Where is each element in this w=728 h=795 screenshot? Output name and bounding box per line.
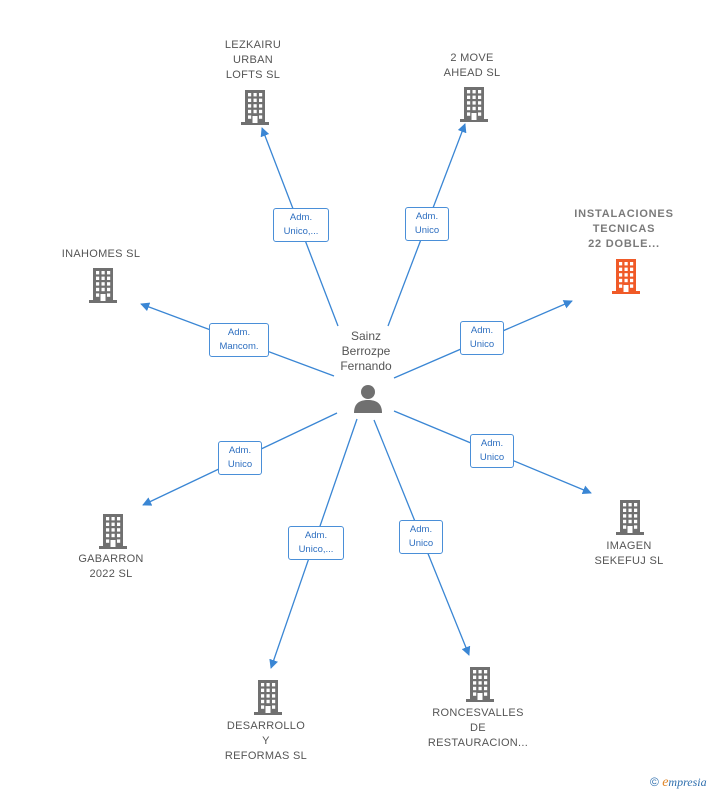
company-name-roncesvalles[interactable]: RONCESVALLES DE RESTAURACION... <box>427 707 529 749</box>
building-icon-desarrollo[interactable] <box>251 678 285 716</box>
role-label-instalaciones[interactable]: Adm. Unico <box>460 321 504 355</box>
company-name-inahomes[interactable]: INAHOMES SL <box>61 248 141 260</box>
company-name-instalaciones[interactable]: INSTALACIONES TECNICAS 22 DOBLE... <box>574 208 674 250</box>
center-name-line-1: Sainz <box>350 329 382 343</box>
building-icon-inahomes[interactable] <box>86 266 120 304</box>
building-icon-imagen[interactable] <box>613 498 647 536</box>
role-label-gabarron[interactable]: Adm. Unico <box>218 441 262 475</box>
role-label-inahomes[interactable]: Adm. Mancom. <box>209 323 269 357</box>
center-name-line-3: Fernando <box>340 359 392 373</box>
company-name-imagen[interactable]: IMAGEN SEKEFUJ SL <box>594 540 664 567</box>
center-name-line-2: Berrozpe <box>341 344 391 358</box>
company-name-2move[interactable]: 2 MOVE AHEAD SL <box>443 52 501 79</box>
role-label-imagen[interactable]: Adm. Unico <box>470 434 514 468</box>
brand-logo: empresia <box>662 775 707 790</box>
building-icon-gabarron[interactable] <box>96 512 130 550</box>
role-label-roncesvalles[interactable]: Adm. Unico <box>399 520 443 554</box>
building-icon-instalaciones[interactable] <box>609 257 643 295</box>
footer-brand[interactable]: © empresia <box>650 775 707 791</box>
company-name-gabarron[interactable]: GABARRON 2022 SL <box>78 553 144 580</box>
role-label-desarrollo[interactable]: Adm. Unico,... <box>288 526 344 560</box>
building-icon-lezkairu[interactable] <box>238 88 272 126</box>
role-label-2move[interactable]: Adm. Unico <box>405 207 449 241</box>
building-icon-2move[interactable] <box>457 85 491 123</box>
building-icon-roncesvalles[interactable] <box>463 665 497 703</box>
company-name-desarrollo[interactable]: DESARROLLO Y REFORMAS SL <box>224 720 308 762</box>
company-name-lezkairu[interactable]: LEZKAIRU URBAN LOFTS SL <box>224 39 282 81</box>
role-label-lezkairu[interactable]: Adm. Unico,... <box>273 208 329 242</box>
copyright-icon: © <box>650 775 659 789</box>
center-person-name[interactable]: Sainz Berrozpe Fernando <box>328 329 404 374</box>
person-icon[interactable] <box>352 383 384 413</box>
